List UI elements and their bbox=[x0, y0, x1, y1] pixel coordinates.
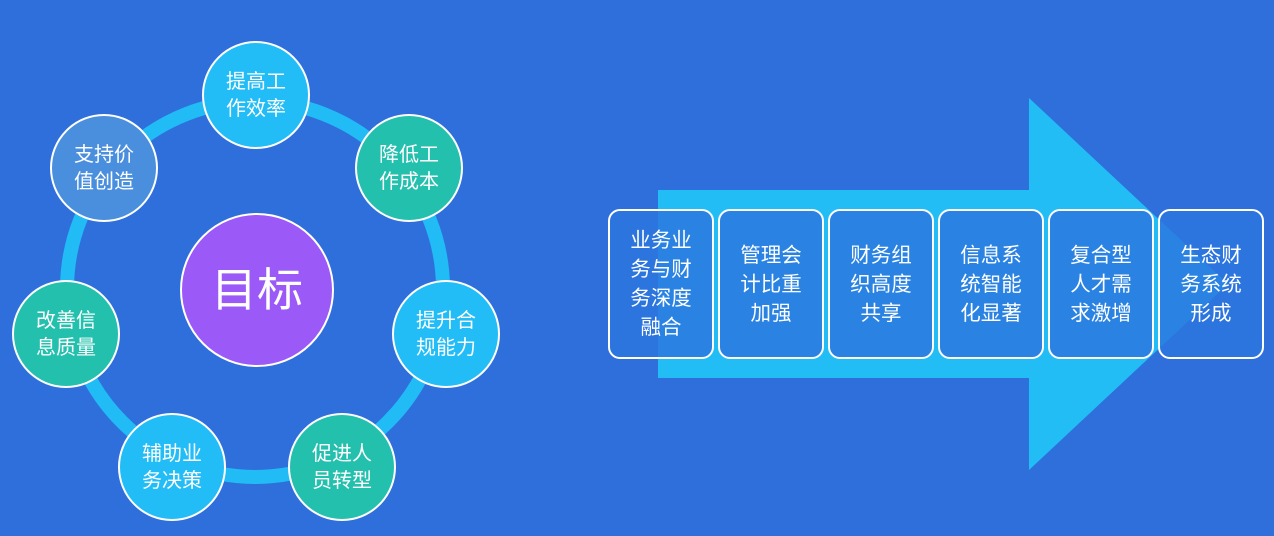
trend-box-ecosystem: 生态财 务系统 形成 bbox=[1158, 209, 1264, 359]
trend-box-shared-services: 财务组 织高度 共享 bbox=[828, 209, 934, 359]
goal-center: 目标 bbox=[180, 213, 334, 367]
trend-box-row: 业务业 务与财 务深度 融合 管理会 计比重 加强 财务组 织高度 共享 信息系… bbox=[608, 209, 1264, 359]
goal-node-improve-efficiency: 提高工 作效率 bbox=[202, 41, 310, 149]
goal-node-decision-support: 辅助业 务决策 bbox=[118, 413, 226, 521]
goal-node-compliance: 提升合 规能力 bbox=[392, 280, 500, 388]
trend-box-intelligent-systems: 信息系 统智能 化显著 bbox=[938, 209, 1044, 359]
goal-node-reduce-cost: 降低工 作成本 bbox=[355, 114, 463, 222]
trend-box-integration: 业务业 务与财 务深度 融合 bbox=[608, 209, 714, 359]
trend-box-talent-demand: 复合型 人才需 求激增 bbox=[1048, 209, 1154, 359]
goal-node-value-creation: 支持价 值创造 bbox=[50, 114, 158, 222]
trend-box-management-accounting: 管理会 计比重 加强 bbox=[718, 209, 824, 359]
goal-node-info-quality: 改善信 息质量 bbox=[12, 280, 120, 388]
goal-node-staff-transformation: 促进人 员转型 bbox=[288, 413, 396, 521]
